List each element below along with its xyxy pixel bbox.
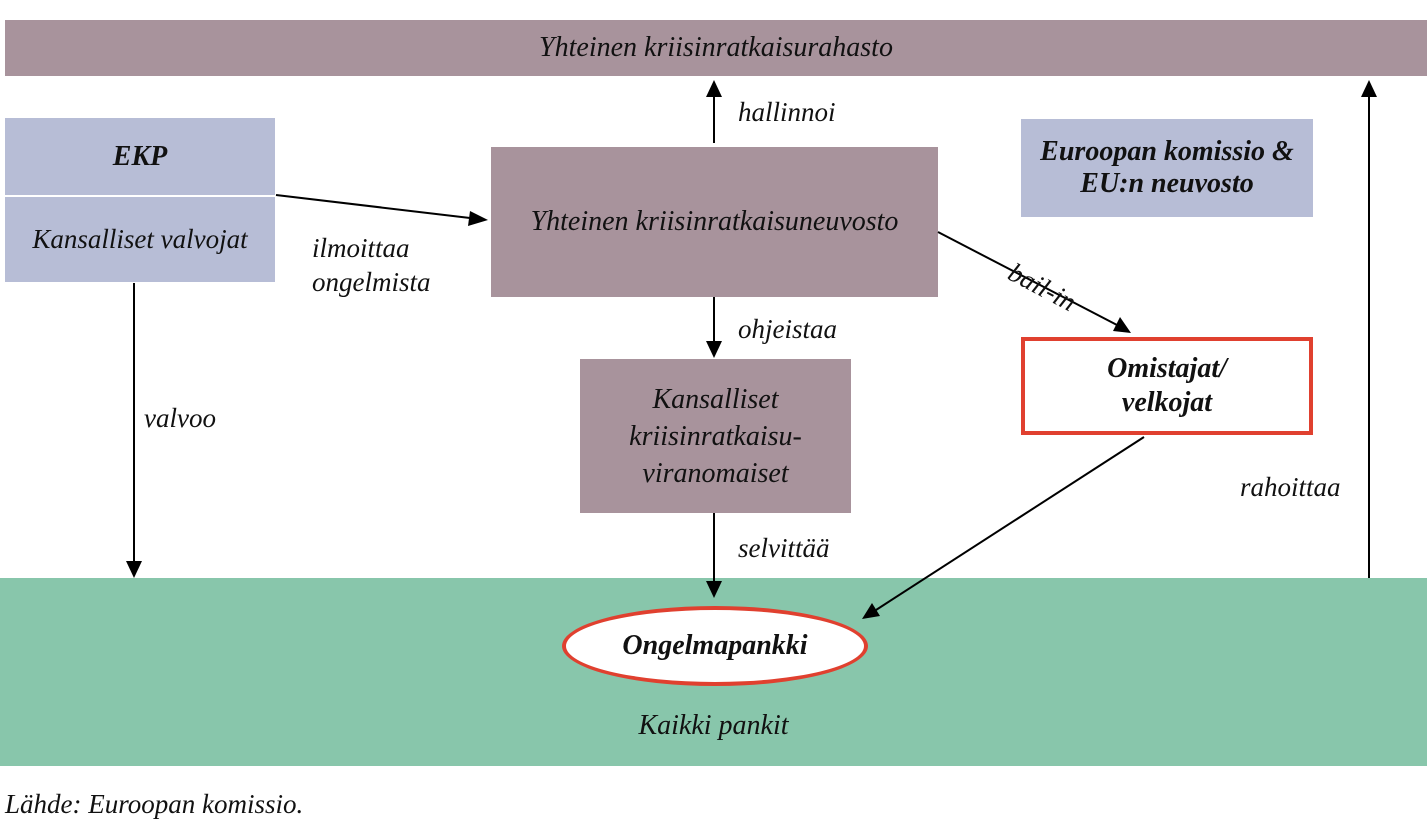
supervisor-divider — [5, 195, 275, 197]
arrow-funds-head — [1361, 80, 1377, 97]
fund-box: Yhteinen kriisinratkaisurahasto — [5, 20, 1427, 76]
owners-label: Omistajat/ — [1107, 353, 1227, 384]
arrow-notifies-head — [468, 211, 488, 226]
arrow-owners-to-bank — [875, 436, 1145, 611]
council-label: EU:n neuvosto — [1080, 168, 1254, 199]
arrow-notifies — [275, 194, 471, 219]
label-notifies-line-2: ongelmista — [312, 267, 431, 297]
arrow-bail-in-head — [1113, 317, 1131, 333]
national-authorities-line-3: viranomaiset — [642, 457, 789, 489]
national-authorities-line-2: kriisinratkaisu- — [629, 420, 802, 452]
label-notifies-line-1: ilmoittaa — [312, 233, 410, 263]
arrow-supervises-head — [126, 561, 142, 578]
label-supervises: valvoo — [144, 403, 216, 433]
arrow-manages-head — [706, 80, 722, 97]
owners-creditors-box: Omistajat/ velkojat — [1021, 337, 1313, 435]
fund-label: Yhteinen kriisinratkaisurahasto — [539, 32, 893, 63]
national-authorities-box: Kansalliset kriisinratkaisu- viranomaise… — [580, 359, 851, 513]
problem-bank-label: Ongelmapankki — [622, 630, 808, 661]
commission-council-box: Euroopan komissio & EU:n neuvosto — [1021, 119, 1313, 217]
resolution-board-box: Yhteinen kriisinratkaisuneuvosto — [491, 147, 938, 297]
national-authorities-line-1: Kansalliset — [652, 383, 779, 415]
label-instructs: ohjeistaa — [738, 314, 837, 344]
national-supervisors-box: Kansalliset valvojat — [5, 197, 275, 282]
source-note: Lähde: Euroopan komissio. — [5, 789, 304, 819]
arrow-resolves-head — [706, 581, 722, 598]
label-manages: hallinnoi — [738, 97, 836, 127]
problem-bank-ellipse: Ongelmapankki — [562, 606, 868, 686]
creditors-label: velkojat — [1121, 387, 1213, 418]
label-resolves: selvittää — [738, 533, 830, 563]
arrow-bail-in — [937, 231, 1118, 326]
ecb-label: EKP — [112, 140, 168, 172]
commission-label: Euroopan komissio & — [1040, 136, 1294, 167]
resolution-board-label: Yhteinen kriisinratkaisuneuvosto — [530, 206, 899, 237]
arrow-instructs-head — [706, 341, 722, 358]
ecb-box: EKP — [5, 118, 275, 195]
all-banks-label: Kaikki pankit — [638, 710, 789, 741]
all-banks-label-wrap: Kaikki pankit — [0, 708, 1427, 744]
label-funds: rahoittaa — [1240, 472, 1341, 502]
arrow-owners-to-bank-head — [862, 603, 880, 619]
national-supervisors-label: Kansalliset valvojat — [32, 224, 248, 254]
